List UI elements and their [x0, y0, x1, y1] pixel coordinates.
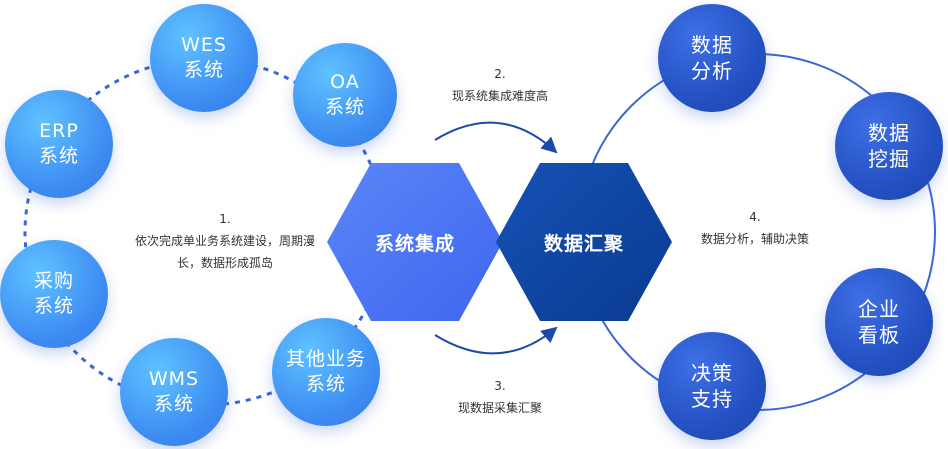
wms-system-label: WMS 系统	[148, 368, 200, 415]
system-integration-hexagon: 系统集成	[327, 163, 503, 321]
note-3-text: 现数据采集汇聚	[457, 401, 542, 415]
data-aggregation-label: 数据汇聚	[543, 232, 624, 255]
data-analysis-node: 数据 分析	[658, 4, 766, 112]
note-4: 4. 数据分析，辅助决策	[680, 206, 830, 250]
other-business-system-label: 其他业务 系统	[285, 348, 366, 395]
oa-system-node: OA 系统	[293, 43, 397, 147]
note-3: 3. 现数据采集汇聚	[420, 375, 580, 419]
system-integration-label: 系统集成	[374, 232, 455, 255]
hexagon-dark-shape	[496, 163, 672, 321]
note-4-number: 4.	[749, 210, 761, 224]
decision-support-node: 决策 支持	[658, 332, 766, 440]
hexagon-light-shape	[327, 163, 503, 321]
note-1-text: 依次完成单业务系统建设，周期漫 长，数据形成孤岛	[134, 234, 315, 270]
note-1-number: 1.	[219, 212, 231, 226]
purchase-system-node: 采购 系统	[0, 240, 108, 348]
purchase-system-label: 采购 系统	[33, 270, 74, 317]
note-3-number: 3.	[494, 379, 506, 393]
other-business-system-node: 其他业务 系统	[272, 318, 380, 426]
erp-system-label: ERP 系统	[38, 120, 79, 167]
data-mining-node: 数据 挖掘	[835, 92, 943, 200]
data-analysis-label: 数据 分析	[691, 33, 733, 83]
note-4-text: 数据分析，辅助决策	[700, 232, 809, 246]
decision-support-label: 决策 支持	[691, 361, 733, 411]
wes-system-label: WES 系统	[181, 34, 227, 81]
data-mining-label: 数据 挖掘	[868, 121, 910, 171]
note-1: 1. 依次完成单业务系统建设，周期漫 长，数据形成孤岛	[110, 208, 340, 274]
enterprise-dashboard-label: 企业 看板	[858, 297, 900, 347]
bottom-curved-arrow	[434, 326, 558, 355]
wms-system-node: WMS 系统	[120, 338, 228, 446]
wes-system-node: WES 系统	[150, 4, 258, 112]
top-curved-arrow	[434, 121, 558, 154]
enterprise-dashboard-node: 企业 看板	[825, 268, 933, 376]
data-aggregation-hexagon: 数据汇聚	[496, 163, 672, 321]
erp-system-node: ERP 系统	[5, 90, 113, 198]
note-2-number: 2.	[494, 67, 506, 81]
note-2: 2. 现系统集成难度高	[420, 63, 580, 107]
oa-system-label: OA 系统	[324, 71, 365, 118]
note-2-text: 现系统集成难度高	[451, 89, 548, 103]
